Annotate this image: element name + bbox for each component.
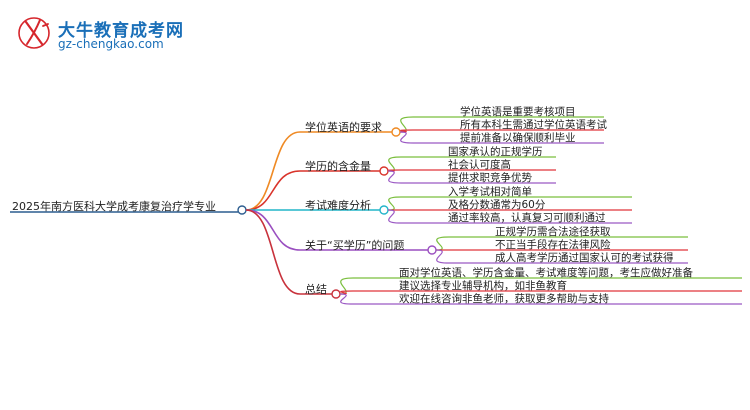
leaf-connector	[387, 170, 402, 184]
leaf-item: 不正当手段存在法律风险	[495, 239, 611, 251]
leaf-item: 提供求职竞争优势	[448, 172, 532, 184]
logo-mark-icon	[18, 17, 50, 49]
leaf-item: 成人高考学历通过国家认可的考试获得	[495, 252, 674, 264]
leaf-item: 学位英语是重要考核项目	[460, 106, 576, 118]
site-logo[interactable]: 大牛教育成考网 gz-chengkao.com	[18, 14, 258, 54]
leaf-item: 及格分数通常为60分	[448, 199, 546, 211]
leaf-connector	[399, 131, 414, 144]
leaf-connector	[387, 156, 402, 172]
leaf-connector	[339, 293, 354, 305]
branch-node-icon	[379, 205, 389, 215]
branch-exam-difficulty: 考试难度分析	[305, 199, 371, 212]
leaf-item: 国家承认的正规学历	[448, 146, 543, 158]
branch-connector	[245, 209, 301, 295]
branch-connector	[245, 170, 301, 211]
leaf-item: 所有本科生需通过学位英语考试	[460, 119, 607, 131]
logo-url: gz-chengkao.com	[58, 37, 164, 51]
leaf-connector	[387, 196, 402, 211]
leaf-item: 入学考试相对简单	[448, 186, 532, 198]
leaf-item: 正规学历需合法途径获取	[495, 226, 611, 238]
branch-node-icon	[379, 166, 389, 176]
logo-title: 大牛教育成考网	[58, 21, 184, 41]
branch-connector	[245, 209, 301, 251]
leaf-item: 通过率较高，认真复习可顺利通过	[448, 212, 606, 224]
branch-degree-english: 学位英语的要求	[305, 121, 382, 134]
branch-node-icon	[391, 127, 401, 137]
leaf-connector	[435, 236, 450, 251]
leaf-item: 提前准备以确保顺利毕业	[460, 132, 576, 144]
branch-connector	[245, 131, 301, 211]
mindmap-root: 2025年南方医科大学成考康复治疗学专业	[12, 200, 216, 213]
leaf-item: 社会认可度高	[448, 159, 511, 171]
branch-buying-diploma: 关于“买学历”的问题	[305, 239, 405, 252]
leaf-connector	[387, 209, 402, 224]
leaf-connector	[435, 249, 450, 264]
branch-summary: 总结	[305, 283, 327, 296]
branch-diploma-value: 学历的含金量	[305, 160, 371, 173]
branch-node-icon	[427, 245, 437, 255]
root-node-icon	[237, 205, 247, 215]
leaf-item: 建议选择专业辅导机构，如非鱼教育	[399, 280, 567, 292]
leaf-item: 欢迎在线咨询非鱼老师，获取更多帮助与支持	[399, 293, 609, 305]
branch-node-icon	[331, 289, 341, 299]
leaf-item: 面对学位英语、学历含金量、考试难度等问题，考生应做好准备	[399, 267, 693, 279]
